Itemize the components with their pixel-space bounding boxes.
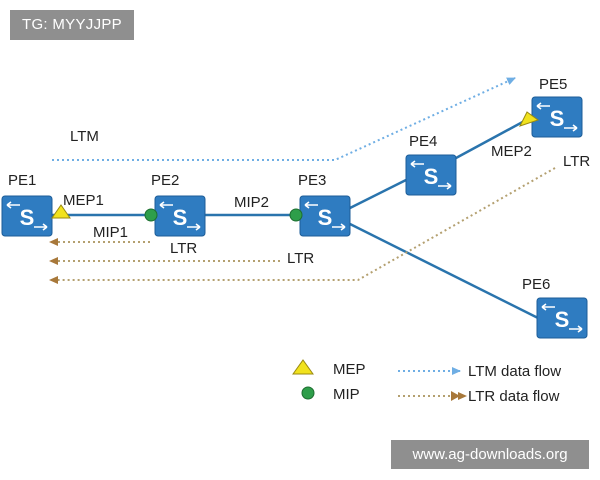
switch-pe6: S (536, 297, 588, 339)
ltr-flow-pe5 (49, 167, 556, 284)
watermark-bottom: www.ag-downloads.org (391, 440, 589, 469)
legend: MEP MIP LTM data flow LTR data flow (292, 359, 561, 405)
label-ltm: LTM (70, 128, 99, 145)
switch-icon-letter: S (318, 205, 333, 230)
label-ltr-pe5: LTR (563, 153, 590, 170)
legend-mep-label: MEP (333, 361, 366, 378)
mep-marker-pe1 (51, 204, 71, 219)
switch-pe2: S (154, 195, 206, 237)
device-label-pe1: PE1 (8, 172, 36, 189)
ltm-flow-path (52, 77, 516, 161)
device-label-pe3: PE3 (298, 172, 326, 189)
legend-ltr-label: LTR data flow (468, 388, 560, 405)
label-ltr-pe2: LTR (170, 240, 197, 257)
link-pe4-pe5 (455, 116, 531, 160)
device-label-pe2: PE2 (151, 172, 179, 189)
link-pe3-pe4 (349, 178, 407, 210)
mep-marker-pe5 (519, 111, 540, 127)
legend-ltr-arrowhead (451, 391, 460, 401)
switch-icon-letter: S (173, 205, 188, 230)
switch-pe1: S (1, 195, 53, 237)
switch-icon-letter: S (424, 164, 439, 189)
link-pe3-pe6 (349, 222, 539, 320)
switch-pe4: S (405, 154, 457, 196)
device-label-pe4: PE4 (409, 133, 437, 150)
legend-ltm-label: LTM data flow (468, 363, 561, 380)
switch-icon-letter: S (20, 205, 35, 230)
links (52, 116, 539, 320)
watermark-top: TG: MYYJJPP (10, 10, 134, 40)
label-ltr-pe3: LTR (287, 250, 314, 267)
legend-mip-label: MIP (333, 386, 360, 403)
switch-pe5: S (531, 96, 583, 138)
switch-icon-letter: S (555, 307, 570, 332)
device-label-pe5: PE5 (539, 76, 567, 93)
legend-mip-icon (301, 386, 315, 400)
switch-icon-letter: S (550, 106, 565, 131)
label-mep1: MEP1 (63, 192, 104, 209)
label-mip1: MIP1 (93, 224, 128, 241)
mip-marker-pe3 (289, 208, 303, 222)
label-mep2: MEP2 (491, 143, 532, 160)
legend-mep-icon (292, 359, 314, 375)
switch-pe3: S (299, 195, 351, 237)
device-label-pe6: PE6 (522, 276, 550, 293)
mip-marker-pe2 (144, 208, 158, 222)
label-mip2: MIP2 (234, 194, 269, 211)
